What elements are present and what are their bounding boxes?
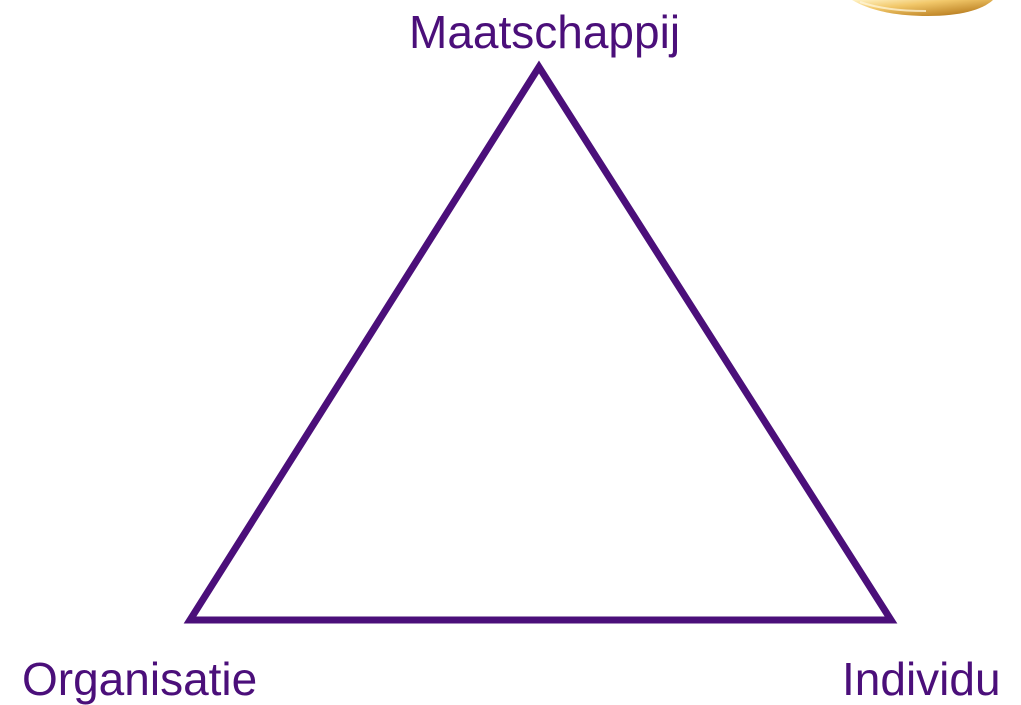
triangle-shape <box>190 67 891 620</box>
right-label: Individu <box>842 656 1001 702</box>
top-label: Maatschappij <box>409 9 680 55</box>
left-label: Organisatie <box>22 656 257 702</box>
